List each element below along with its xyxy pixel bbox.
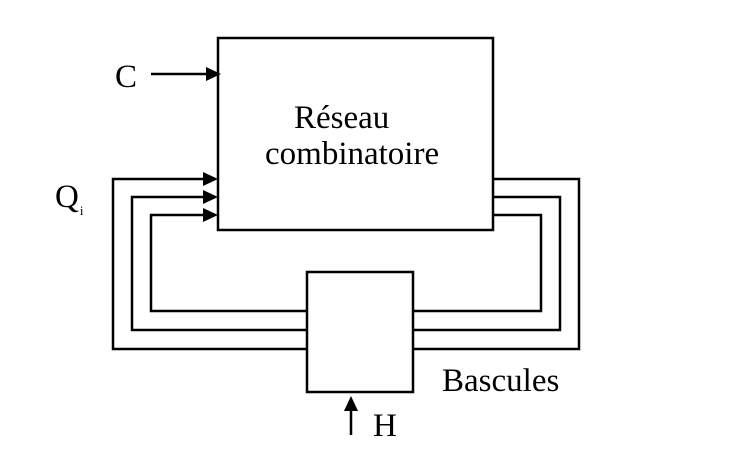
- feedback-wire-inner-return: [149, 213, 307, 313]
- state-input-letter: Q: [55, 179, 79, 215]
- feedback-arrowhead-outer: [203, 172, 218, 186]
- flipflop-label: Bascules: [442, 363, 559, 399]
- clock-input-arrowhead: [344, 396, 358, 411]
- feedback-wire-inner: [413, 213, 543, 313]
- combinational-network-block: [216, 36, 495, 232]
- combinational-network-label-line2: combinatoire: [265, 136, 439, 172]
- clock-input-label: H: [373, 408, 397, 444]
- combinational-network-label-line1: Réseau: [294, 100, 389, 136]
- state-input-subscript: i: [80, 203, 84, 218]
- feedback-wire-outer-return: [111, 177, 307, 351]
- feedback-arrowhead-middle: [203, 190, 218, 204]
- control-input-arrowhead: [206, 67, 221, 81]
- state-input-label: Qi: [55, 179, 84, 218]
- feedback-wire-outer: [413, 177, 581, 351]
- feedback-wire-middle-return: [130, 195, 307, 332]
- feedback-arrowhead-inner: [203, 208, 218, 222]
- control-input-label: C: [115, 59, 137, 95]
- flipflop-block: [305, 270, 415, 394]
- feedback-wire-middle: [413, 195, 562, 332]
